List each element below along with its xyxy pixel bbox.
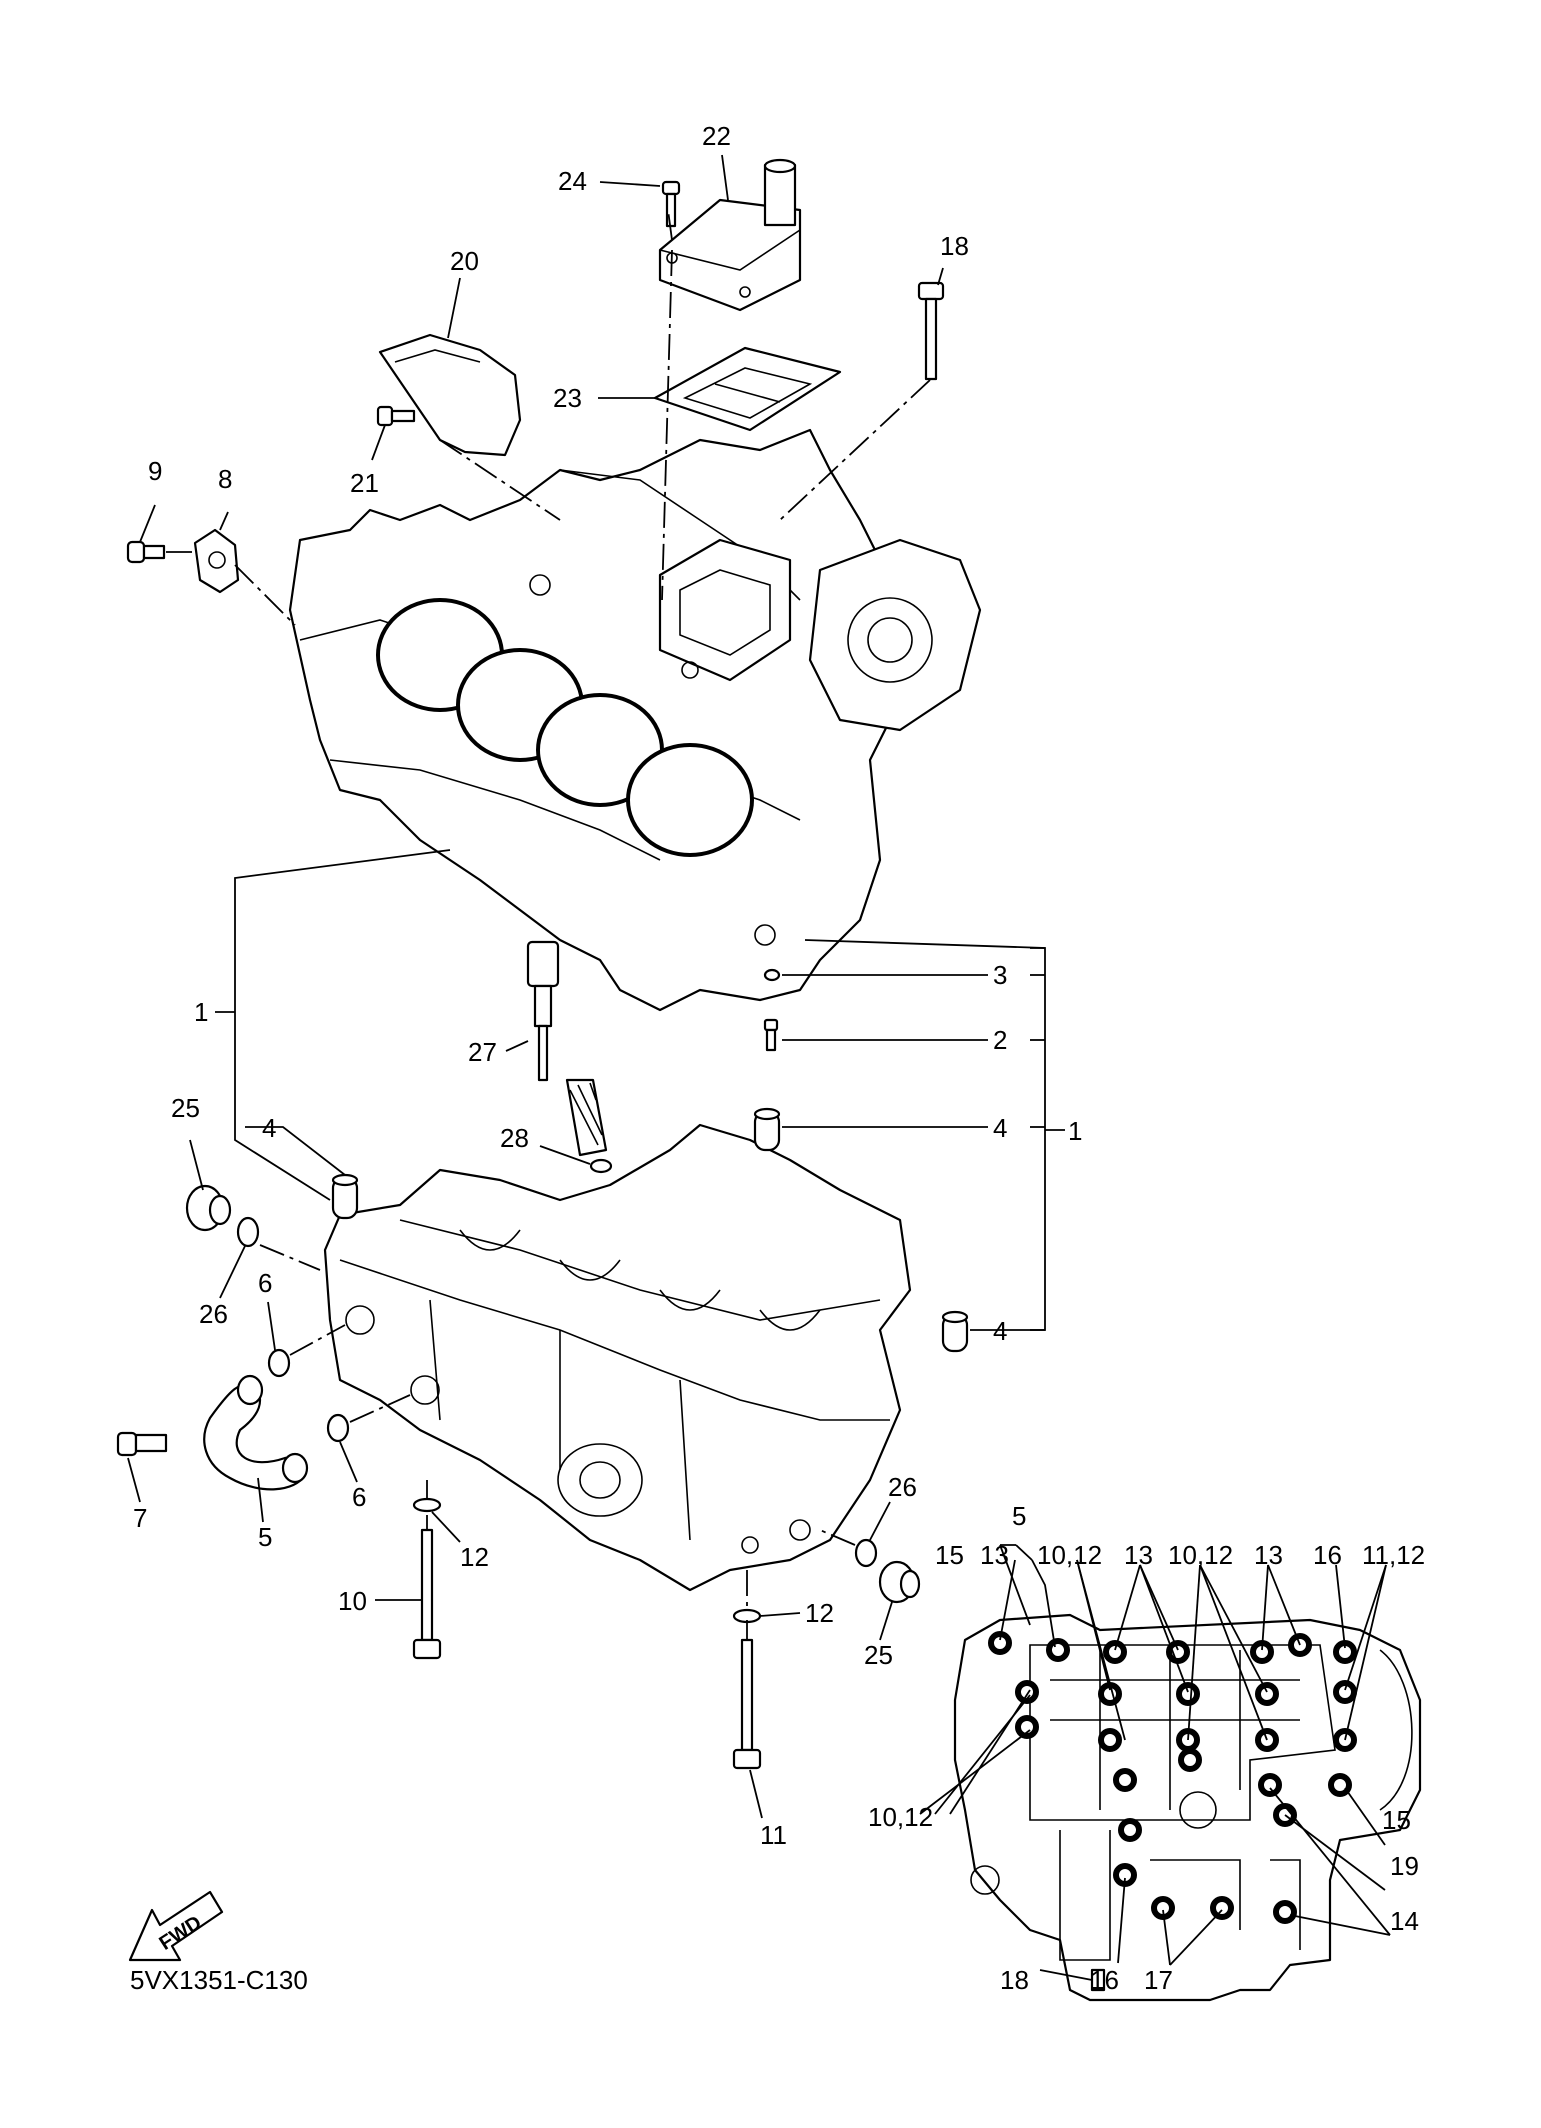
label-16-top: 16 bbox=[1313, 1540, 1342, 1570]
breather-cover bbox=[658, 158, 802, 312]
cover-plate bbox=[193, 528, 240, 594]
label-3: 3 bbox=[993, 960, 1007, 990]
label-10-12-b: 10,12 bbox=[1168, 1540, 1233, 1570]
label-9: 9 bbox=[148, 456, 162, 486]
label-10-12-c: 10,12 bbox=[868, 1802, 933, 1832]
label-15-top: 15 bbox=[935, 1540, 964, 1570]
label-18-inset: 18 bbox=[1000, 1965, 1029, 1995]
gasket-left bbox=[236, 1216, 260, 1248]
diagram-code: 5VX1351-C130 bbox=[130, 1965, 308, 1995]
label-20: 20 bbox=[450, 246, 479, 276]
crankcase-bolt-10 bbox=[412, 1528, 442, 1660]
label-13-a: 13 bbox=[980, 1540, 1009, 1570]
label-28: 28 bbox=[500, 1123, 529, 1153]
side-cover bbox=[378, 333, 522, 457]
label-23: 23 bbox=[553, 383, 582, 413]
breather-gasket bbox=[653, 346, 842, 432]
label-16-bottom: 16 bbox=[1090, 1965, 1119, 1995]
label-21: 21 bbox=[350, 468, 379, 498]
gasket-right bbox=[854, 1538, 878, 1568]
label-11-12: 11,12 bbox=[1362, 1540, 1425, 1570]
label-5-inset: 5 bbox=[1012, 1501, 1026, 1531]
crankcase-bolt-top bbox=[917, 281, 945, 381]
label-4-right: 4 bbox=[993, 1316, 1007, 1346]
label-4-left: 4 bbox=[262, 1113, 276, 1143]
dowel-pin-right bbox=[941, 1310, 969, 1353]
label-1-left: 1 bbox=[194, 997, 208, 1027]
washer-12-left bbox=[412, 1497, 442, 1513]
label-6-lower: 6 bbox=[352, 1482, 366, 1512]
side-cover-bolt bbox=[376, 405, 416, 427]
drain-plug-left bbox=[185, 1184, 232, 1232]
dowel-pin-center bbox=[753, 1107, 781, 1152]
cylinder-bore-4 bbox=[626, 743, 754, 857]
label-25-left: 25 bbox=[171, 1093, 200, 1123]
label-1-right: 1 bbox=[1068, 1116, 1082, 1146]
callout-labels: 22 24 18 20 23 21 9 8 1 4 27 28 3 2 4 1 … bbox=[133, 121, 1425, 1995]
label-8: 8 bbox=[218, 464, 232, 494]
label-5-left: 5 bbox=[258, 1522, 272, 1552]
o-ring-small bbox=[763, 968, 781, 982]
label-7: 7 bbox=[133, 1503, 147, 1533]
gauge-o-ring bbox=[589, 1158, 613, 1174]
label-17: 17 bbox=[1144, 1965, 1173, 1995]
drain-plug-right bbox=[878, 1560, 921, 1604]
label-13-b: 13 bbox=[1124, 1540, 1153, 1570]
label-12-right: 12 bbox=[805, 1598, 834, 1628]
label-14: 14 bbox=[1390, 1906, 1419, 1936]
label-12-left: 12 bbox=[460, 1542, 489, 1572]
label-19: 19 bbox=[1390, 1851, 1419, 1881]
label-26-right: 26 bbox=[888, 1472, 917, 1502]
pipe-gasket-lower bbox=[326, 1413, 350, 1443]
dowel-pin-left bbox=[331, 1173, 359, 1220]
leader-lines bbox=[127, 154, 1391, 1981]
label-27: 27 bbox=[468, 1037, 497, 1067]
label-15-right: 15 bbox=[1382, 1805, 1411, 1835]
label-10: 10 bbox=[338, 1586, 367, 1616]
fwd-arrow-icon: FWD bbox=[128, 1890, 224, 1962]
pipe-bolt bbox=[116, 1431, 168, 1457]
oil-level-gauge bbox=[526, 940, 608, 1157]
label-11: 11 bbox=[760, 1820, 787, 1850]
label-10-12-a: 10,12 bbox=[1037, 1540, 1102, 1570]
label-6-upper: 6 bbox=[258, 1268, 272, 1298]
lower-crankcase bbox=[323, 1123, 912, 1592]
breather-cover-screw bbox=[661, 180, 681, 228]
label-13-c: 13 bbox=[1254, 1540, 1283, 1570]
label-26-left: 26 bbox=[199, 1299, 228, 1329]
pipe-gasket-upper bbox=[267, 1348, 291, 1378]
label-25-right: 25 bbox=[864, 1640, 893, 1670]
label-2: 2 bbox=[993, 1025, 1007, 1055]
stud-small bbox=[763, 1018, 779, 1052]
label-4-center: 4 bbox=[993, 1113, 1007, 1143]
plate-bolt bbox=[126, 540, 166, 564]
oil-delivery-pipe bbox=[203, 1374, 309, 1491]
crankcase-bolt-11 bbox=[732, 1638, 762, 1770]
label-24: 24 bbox=[558, 166, 587, 196]
upper-crankcase bbox=[288, 428, 982, 1012]
bolt-pattern-inset bbox=[953, 1613, 1422, 2002]
label-22: 22 bbox=[702, 121, 731, 151]
label-18-top: 18 bbox=[940, 231, 969, 261]
